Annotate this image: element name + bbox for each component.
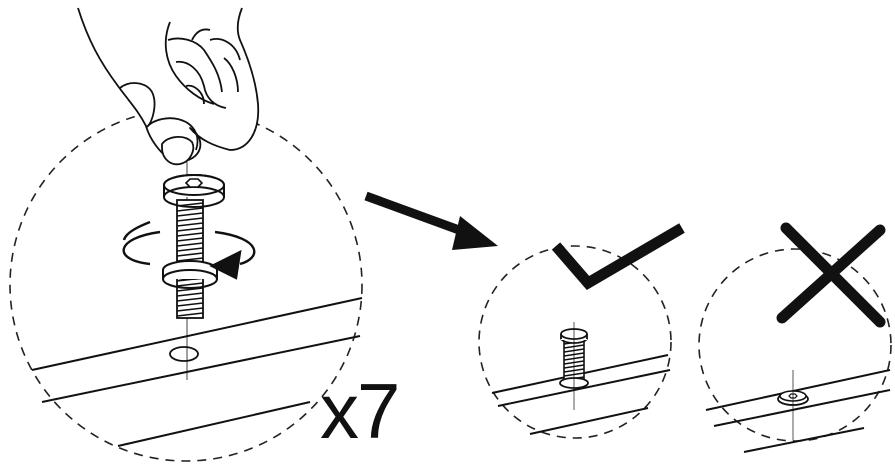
main-detail-panel (9, 7, 363, 462)
thread-line (176, 212, 204, 217)
board-hole (169, 346, 199, 362)
quantity-label: x7 (320, 372, 400, 455)
correct-result-panel (478, 223, 685, 439)
thread-line (176, 217, 204, 222)
thread-line (176, 252, 204, 257)
thread-line (176, 302, 204, 307)
thread-line (176, 237, 204, 242)
cross-mark-icon (776, 222, 886, 328)
hex-socket (184, 178, 204, 188)
thread-line (176, 247, 204, 252)
thread-line (176, 292, 204, 297)
thread-line (176, 242, 204, 247)
thread-line (176, 297, 204, 302)
thread-line (176, 307, 204, 312)
board-surface (31, 297, 363, 447)
bolt (162, 174, 225, 319)
thread-line (176, 282, 204, 287)
hand-illustration (77, 7, 260, 166)
incorrect-result-panel (698, 222, 892, 453)
thread-line (176, 232, 204, 237)
thread-line (176, 227, 204, 232)
thread-line (176, 312, 204, 317)
direction-arrow-icon (364, 191, 498, 250)
rotate-arrow-icon (122, 220, 256, 280)
check-mark-icon (551, 223, 685, 291)
thread-line (176, 207, 204, 212)
thread-line (176, 222, 204, 227)
